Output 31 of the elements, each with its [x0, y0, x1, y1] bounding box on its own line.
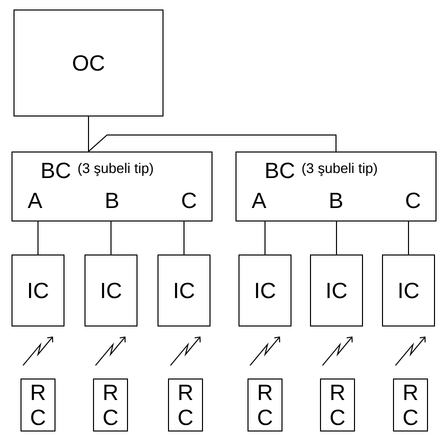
- unit-box: IC: [238, 254, 292, 326]
- small-box: R C: [320, 378, 355, 432]
- unit-box: IC: [310, 254, 363, 326]
- port-label: A: [28, 192, 42, 208]
- lightning-arrow: [395, 336, 426, 366]
- port-label: C: [406, 192, 420, 208]
- port-label: A: [252, 192, 266, 208]
- lightning-arrow: [322, 336, 353, 366]
- lightning-arrow: [95, 336, 126, 366]
- port-label: B: [106, 192, 118, 208]
- connector-line: [408, 220, 409, 255]
- lightning-arrow: [22, 336, 54, 366]
- unit-box: IC: [84, 254, 138, 326]
- lightning-arrow: [170, 336, 201, 366]
- unit-box: IC: [382, 254, 435, 326]
- port-label: B: [330, 192, 342, 208]
- unit-box: IC: [12, 254, 64, 326]
- small-box: R C: [168, 378, 203, 432]
- branch-box: BC (3 şubeli tip) A B C: [12, 151, 212, 222]
- small-box: R C: [20, 378, 56, 432]
- connector-line: [336, 220, 337, 255]
- lightning-arrow: [250, 336, 280, 366]
- small-box: R C: [248, 378, 282, 432]
- unit-box: IC: [158, 254, 210, 326]
- small-box: R C: [393, 378, 428, 432]
- connector-line: [110, 220, 112, 255]
- branch-box: BC (3 şubeli tip) A B C: [236, 151, 436, 222]
- small-box: R C: [93, 378, 128, 432]
- port-label: C: [182, 192, 196, 208]
- central-box: OC: [14, 10, 164, 116]
- connector-line: [264, 220, 266, 255]
